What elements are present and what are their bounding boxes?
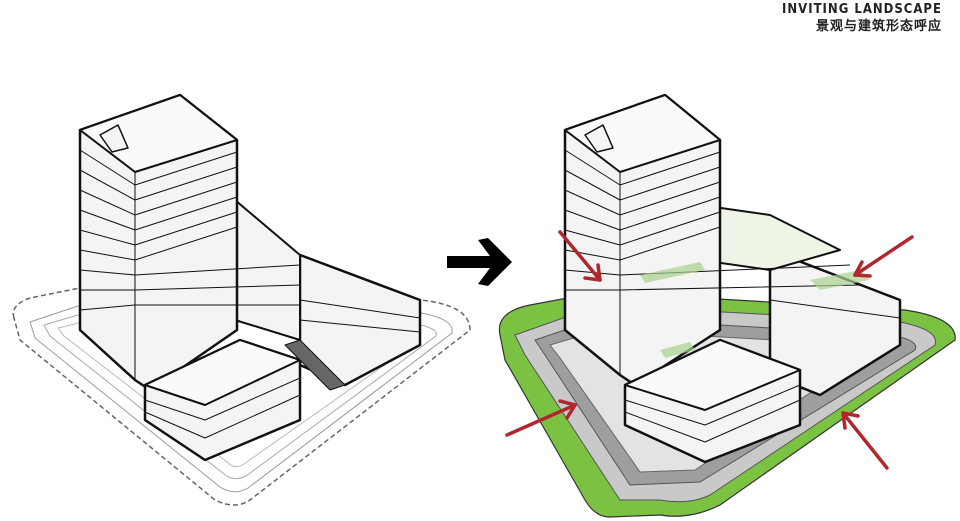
red-arrows bbox=[505, 230, 914, 470]
arrow-bottom-right-icon bbox=[841, 411, 889, 470]
arrow-bottom-left-icon bbox=[505, 399, 577, 437]
transformation-arrow-icon bbox=[447, 238, 512, 286]
arrow-top-right-icon bbox=[853, 235, 914, 278]
title-english: INVITING LANDSCAPE bbox=[782, 2, 942, 17]
right-building bbox=[563, 93, 902, 464]
arrow-top-left-icon bbox=[558, 230, 602, 282]
title-chinese: 景观与建筑形态呼应 bbox=[815, 19, 942, 34]
left-building bbox=[78, 93, 422, 462]
diagram-title: INVITING LANDSCAPE 景观与建筑形态呼应 bbox=[782, 2, 942, 35]
